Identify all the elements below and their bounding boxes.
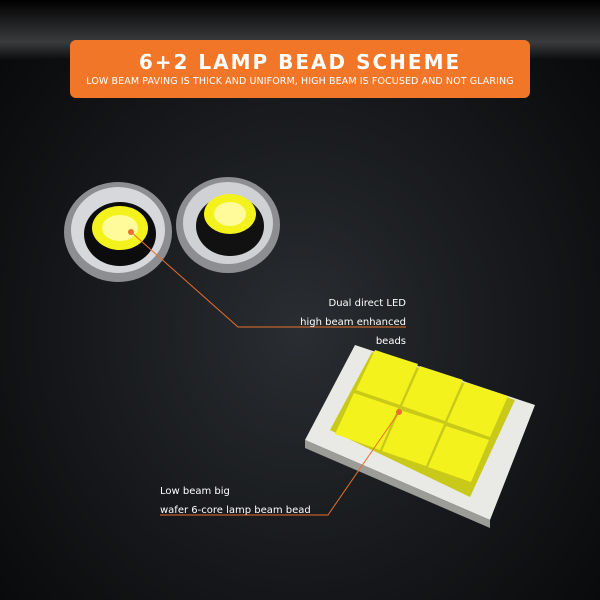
high-beam-led-right bbox=[176, 177, 280, 273]
callout-line-low-beam bbox=[160, 409, 402, 516]
banner-subtitle: LOW BEAM PAVING IS THICK AND UNIFORM, HI… bbox=[86, 76, 514, 87]
high-beam-led-left bbox=[64, 182, 172, 282]
high-beam-callout-line-1: Dual direct LED bbox=[328, 298, 406, 309]
callout-line-high-beam bbox=[128, 229, 406, 328]
high-beam-callout: Dual direct LED high beam enhanced beads bbox=[270, 294, 406, 351]
low-beam-callout-line-2: wafer 6-core lamp beam bead bbox=[160, 505, 311, 516]
low-beam-callout: Low beam big wafer 6-core lamp beam bead bbox=[160, 482, 311, 520]
low-beam-callout-line-1: Low beam big bbox=[160, 486, 230, 497]
high-beam-callout-line-2: high beam enhanced beads bbox=[300, 317, 406, 347]
title-banner: 6+2 LAMP BEAD SCHEME LOW BEAM PAVING IS … bbox=[70, 40, 530, 98]
low-beam-chip bbox=[305, 345, 535, 528]
banner-title: 6+2 LAMP BEAD SCHEME bbox=[138, 50, 462, 74]
